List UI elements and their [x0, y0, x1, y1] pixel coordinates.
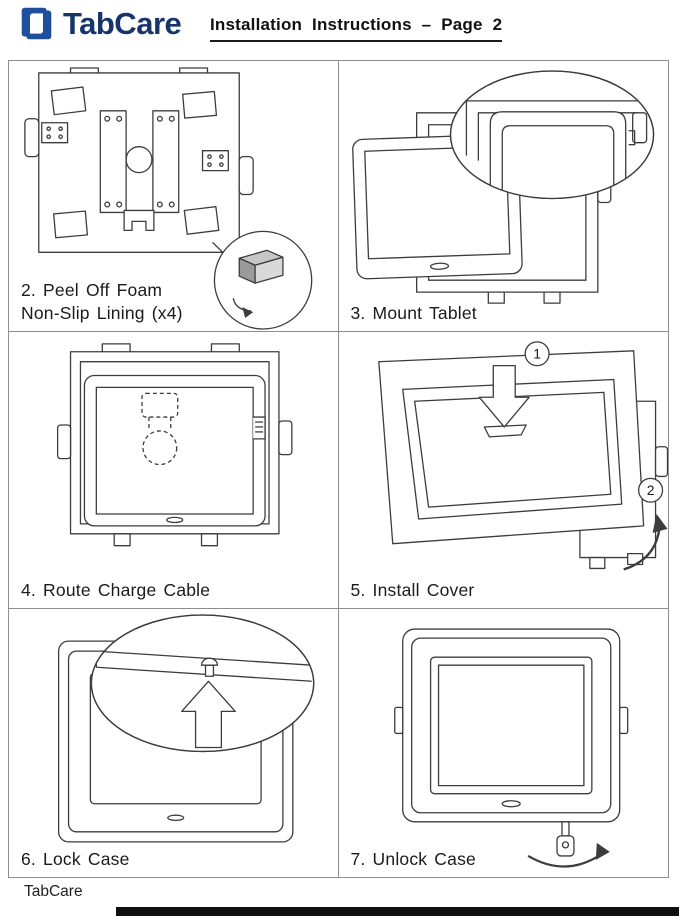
panel-caption: 3. Mount Tablet	[351, 302, 477, 325]
header: TabCare Installation Instructions – Page…	[0, 0, 679, 58]
lock-case-illustration	[57, 614, 315, 843]
logo-text: TabCare	[63, 5, 182, 41]
push-up-arrow	[181, 680, 236, 749]
lock-screw	[204, 664, 215, 677]
instruction-grid: 2. Peel Off Foam Non-Slip Lining (x4)	[8, 60, 669, 878]
panel-peel-foam: 2. Peel Off Foam Non-Slip Lining (x4)	[9, 61, 339, 332]
panel-caption: 2. Peel Off Foam Non-Slip Lining (x4)	[21, 279, 183, 325]
unlock-case-illustration	[393, 628, 628, 868]
magnifier-detail-foam	[213, 230, 313, 330]
install-cover-illustration: 1 2	[377, 341, 668, 571]
cable-route-dashed	[141, 392, 179, 466]
panel-lock-case: 6. Lock Case	[9, 609, 339, 877]
panel-unlock-case: 7. Unlock Case	[339, 609, 669, 877]
caption-line: 6. Lock Case	[21, 848, 130, 869]
logo-bracket-top	[21, 7, 47, 37]
panel-caption: 7. Unlock Case	[351, 848, 476, 871]
press-down-arrow	[478, 364, 530, 428]
panel-route-cable: 4. Route Charge Cable	[9, 332, 339, 609]
magnifier-detail-lock	[90, 614, 315, 753]
caption-line: Non-Slip Lining (x4)	[21, 302, 183, 323]
caption-line: 5. Install Cover	[350, 579, 475, 600]
brand-logo: TabCare	[18, 5, 182, 42]
page-title: Installation Instructions – Page 2	[210, 15, 503, 42]
logo-bracket-bottom	[26, 10, 52, 40]
step-2-badge	[637, 477, 663, 503]
peel-foam-illustration	[24, 67, 313, 330]
step-1-badge	[524, 341, 550, 367]
panel-caption: 4. Route Charge Cable	[21, 579, 210, 602]
panel-caption: 6. Lock Case	[21, 848, 130, 871]
caption-line: 3. Mount Tablet	[350, 302, 477, 323]
unlock-key	[555, 821, 575, 857]
footer-scan-bar	[116, 907, 679, 916]
step-1-label: 1	[533, 346, 541, 362]
panel-install-cover: 1 2 5. Install Cover	[338, 332, 668, 609]
panel-mount-tablet: 3. Mount Tablet	[338, 61, 668, 332]
caption-line: 2. Peel Off Foam	[21, 279, 163, 300]
caption-line: 4. Route Charge Cable	[21, 579, 211, 600]
caption-line: 7. Unlock Case	[350, 848, 476, 869]
charge-port	[253, 416, 266, 440]
panel-caption: 5. Install Cover	[351, 579, 475, 602]
mount-tablet-illustration	[351, 70, 654, 304]
footer-brand: TabCare	[24, 883, 83, 900]
step-2-label: 2	[646, 482, 654, 498]
magnifier-detail-mount	[449, 70, 654, 200]
turn-key-arrow	[527, 852, 602, 868]
tabcare-logo-icon	[21, 7, 52, 40]
route-cable-illustration	[56, 343, 293, 547]
rotate-arrow	[622, 527, 661, 571]
